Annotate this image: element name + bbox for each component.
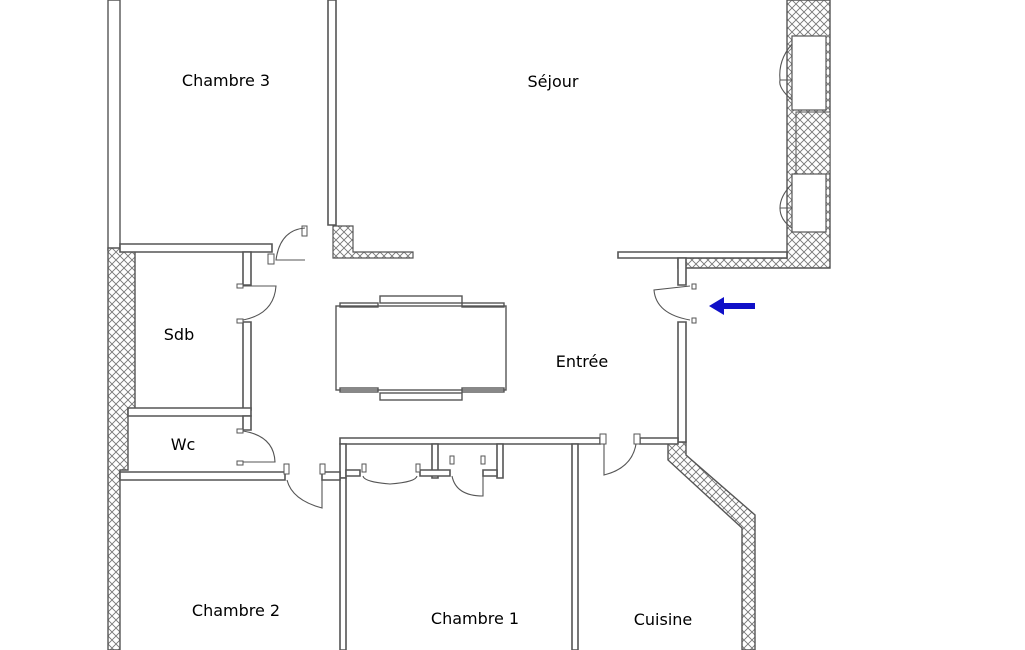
- room-label-sejour: Séjour: [528, 72, 579, 91]
- room-label-chambre-3: Chambre 3: [182, 71, 270, 90]
- room-label-wc: Wc: [171, 435, 196, 454]
- room-label-chambre-2: Chambre 2: [192, 601, 280, 620]
- arrow-left-icon: [709, 297, 755, 315]
- room-label-cuisine: Cuisine: [634, 610, 693, 629]
- room-label-sdb: Sdb: [164, 325, 194, 344]
- interior-walls: [119, 0, 788, 650]
- room-label-entree: Entrée: [556, 352, 608, 371]
- windows: [779, 35, 827, 233]
- dining-table: [335, 295, 507, 401]
- doors: [236, 225, 697, 509]
- exterior-walls: [107, 0, 831, 650]
- room-label-chambre-1: Chambre 1: [431, 609, 519, 628]
